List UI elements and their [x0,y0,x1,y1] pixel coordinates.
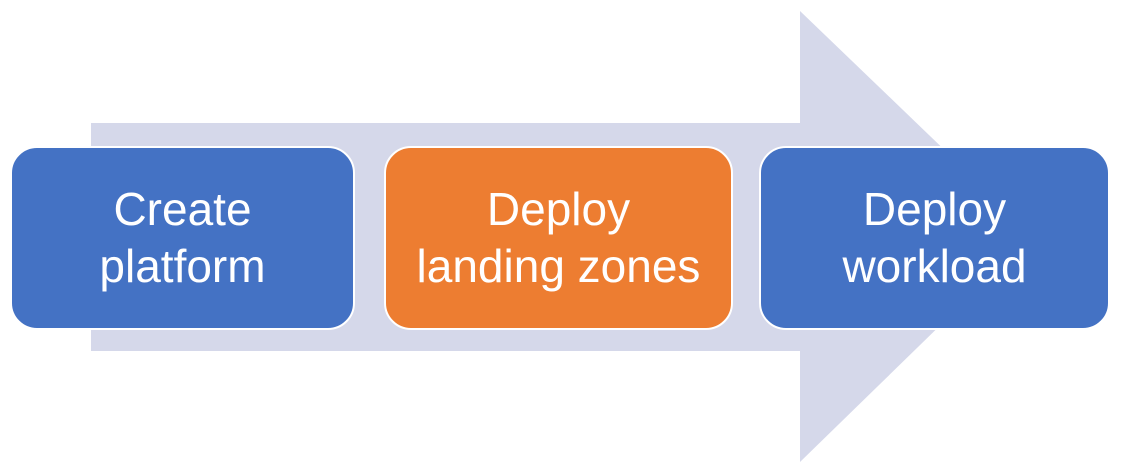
step-deploy-landing-zones: Deploy landing zones [384,146,733,330]
step-label-line: landing zones [416,240,701,292]
step-deploy-workload: Deploy workload [759,146,1110,330]
step-label-line: Deploy [486,183,631,235]
step-create-platform: Create platform [10,146,355,330]
step-label-line: Create [113,183,252,235]
step-label-line: platform [99,240,266,292]
step-label-line: workload [842,240,1027,292]
step-label-line: Deploy [862,183,1007,235]
